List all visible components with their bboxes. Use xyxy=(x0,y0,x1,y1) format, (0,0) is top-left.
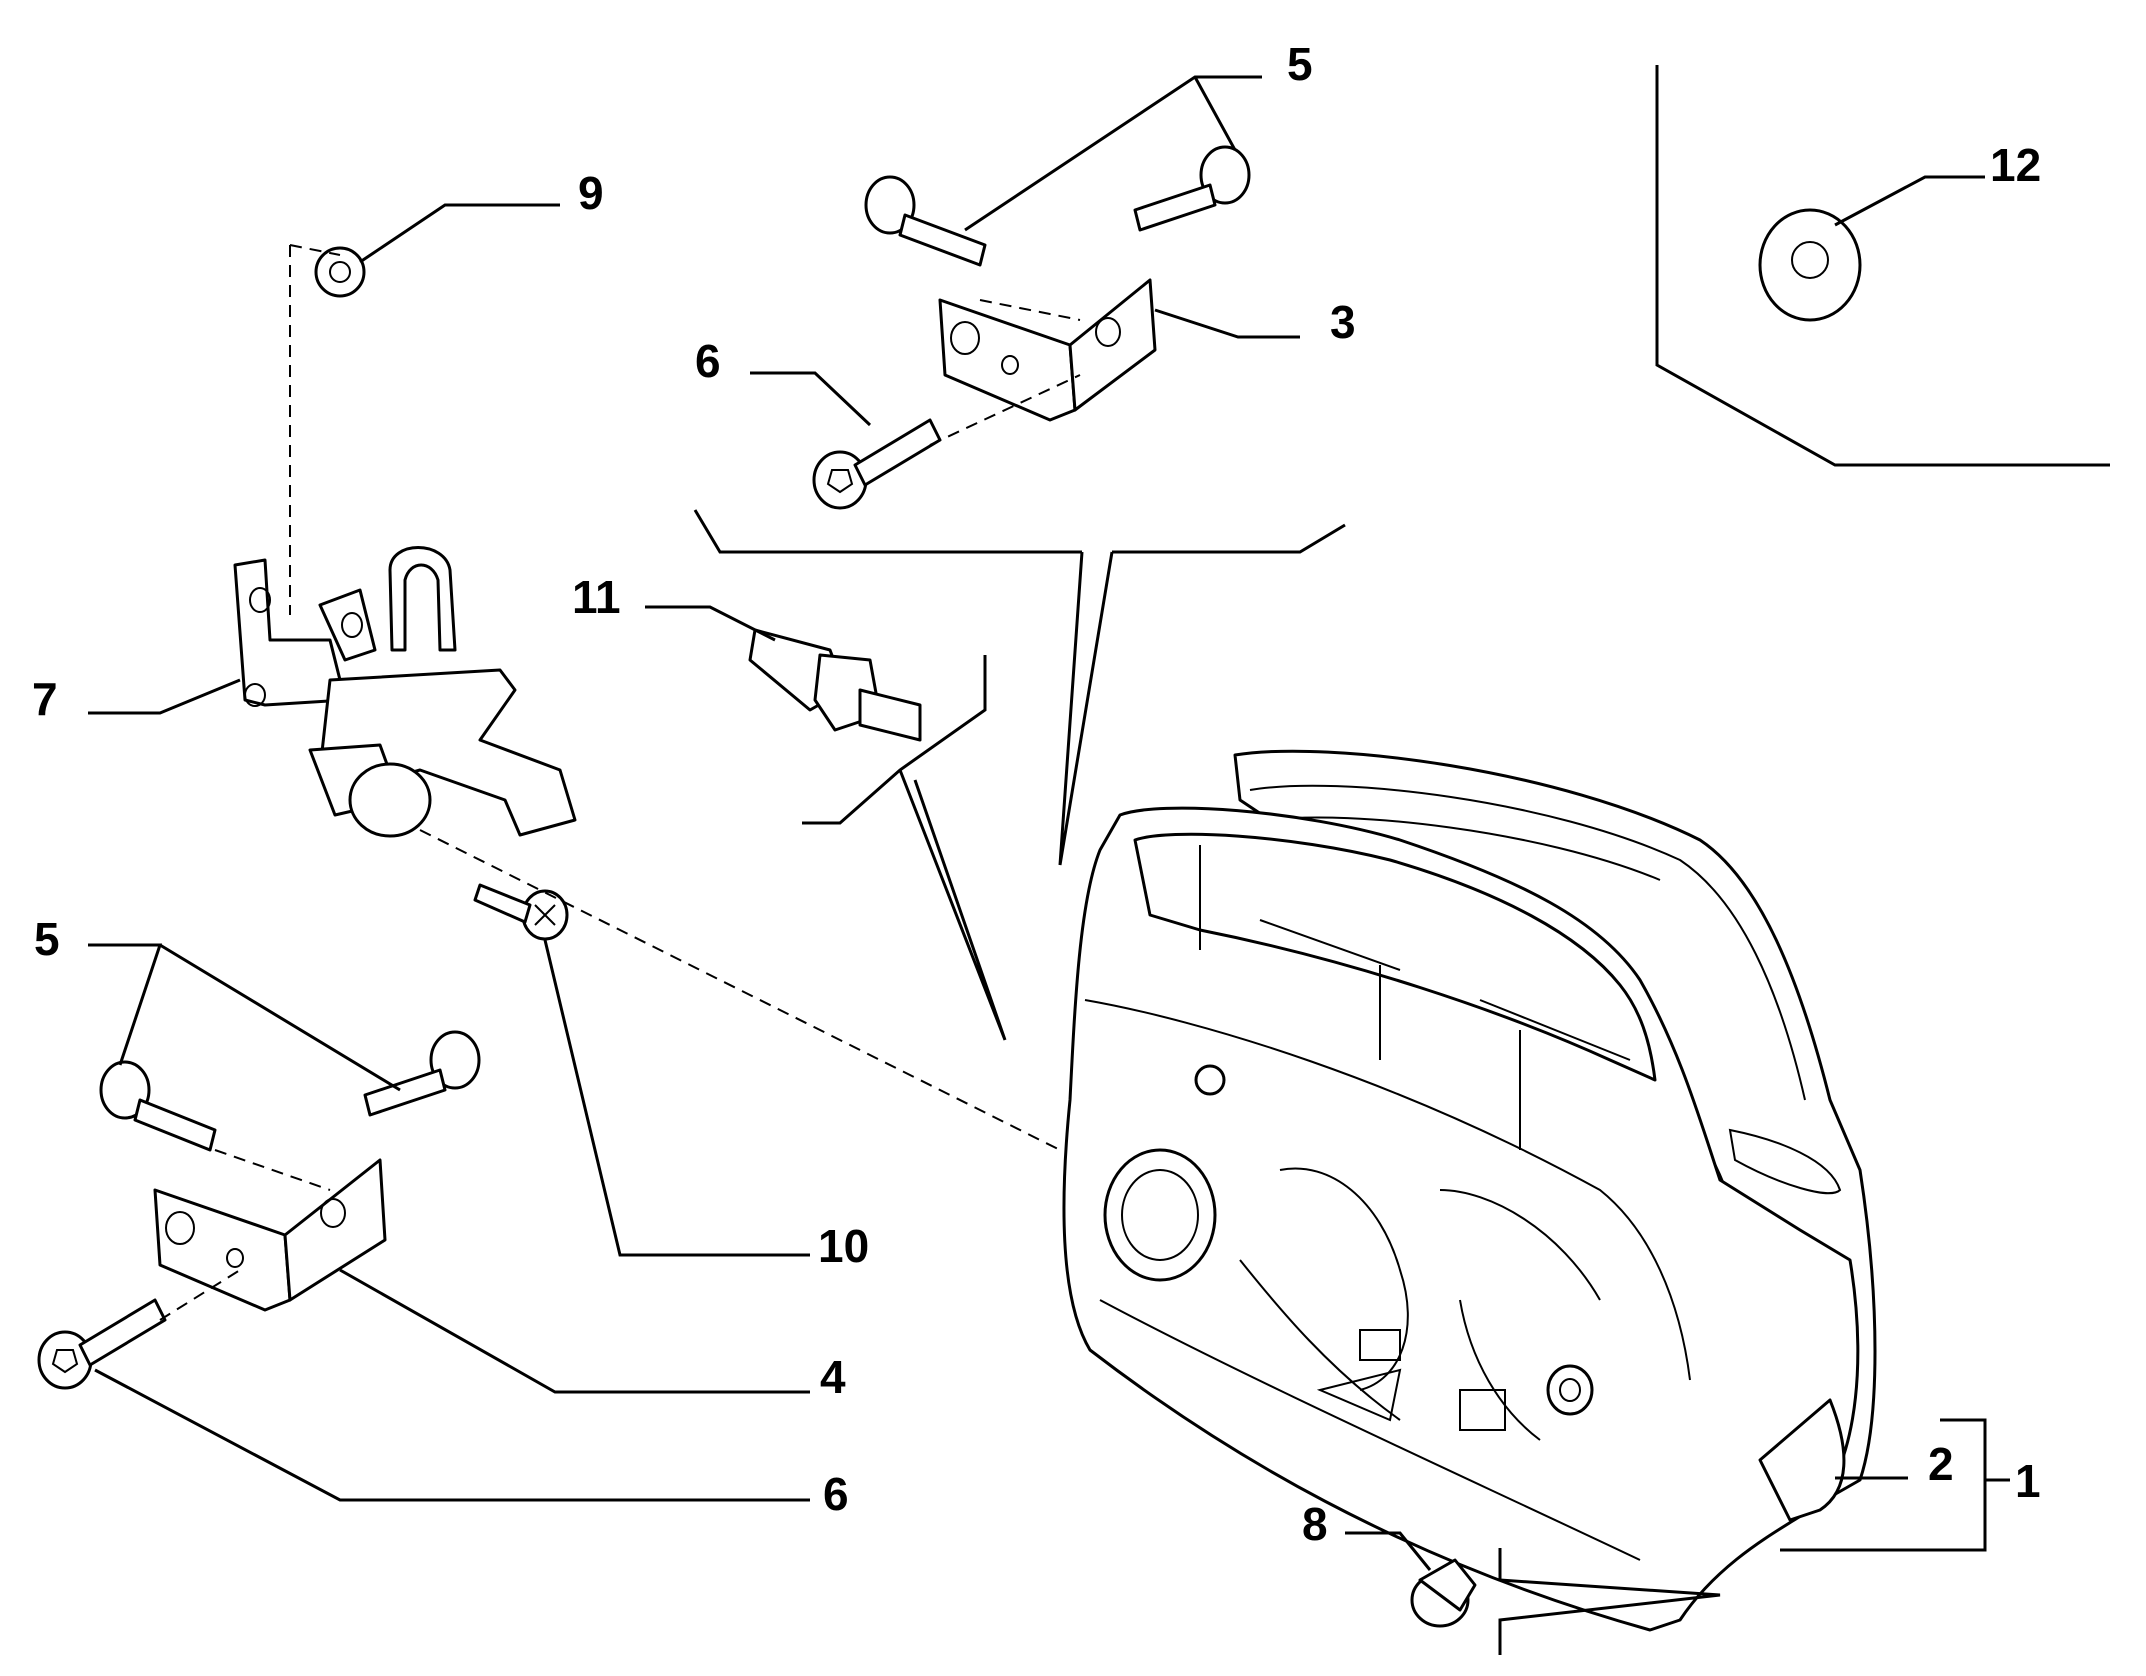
bolt-6-upper xyxy=(812,418,942,510)
bolt-5-lower-left xyxy=(99,1060,217,1152)
bolt-6-lower xyxy=(37,1298,167,1390)
clip-12 xyxy=(1758,208,1862,322)
door-panel xyxy=(1062,749,1877,1632)
callout-6-top: 6 xyxy=(695,335,721,387)
assembly-lines xyxy=(159,244,1081,1321)
screw-10 xyxy=(473,883,569,941)
nut-9 xyxy=(314,246,366,298)
callout-12: 12 xyxy=(1990,139,2041,191)
callout-4: 4 xyxy=(820,1351,846,1403)
door-check-strap xyxy=(233,546,577,838)
bolt-5-lower-right xyxy=(363,1030,481,1117)
leader-lines xyxy=(88,65,2110,1655)
callout-5-left: 5 xyxy=(34,913,60,965)
upper-hinge xyxy=(938,278,1157,422)
callout-6-bottom: 6 xyxy=(823,1468,849,1520)
callout-5-top: 5 xyxy=(1287,38,1313,90)
lower-hinge xyxy=(153,1158,387,1312)
callout-11: 11 xyxy=(572,571,621,623)
callout-7: 7 xyxy=(32,673,58,725)
callout-1: 1 xyxy=(2015,1455,2041,1507)
callout-8: 8 xyxy=(1302,1498,1328,1550)
callout-3: 3 xyxy=(1330,296,1356,348)
bolt-5-upper-left xyxy=(864,175,987,267)
stud-11 xyxy=(748,628,922,742)
callout-9: 9 xyxy=(578,167,604,219)
callout-10: 10 xyxy=(818,1220,869,1272)
plug-8 xyxy=(1410,1558,1477,1628)
callouts: 1 2 3 4 5 5 6 6 7 8 9 10 11 12 xyxy=(32,38,2041,1550)
callout-2: 2 xyxy=(1928,1438,1954,1490)
bolt-5-upper-right xyxy=(1133,145,1251,232)
